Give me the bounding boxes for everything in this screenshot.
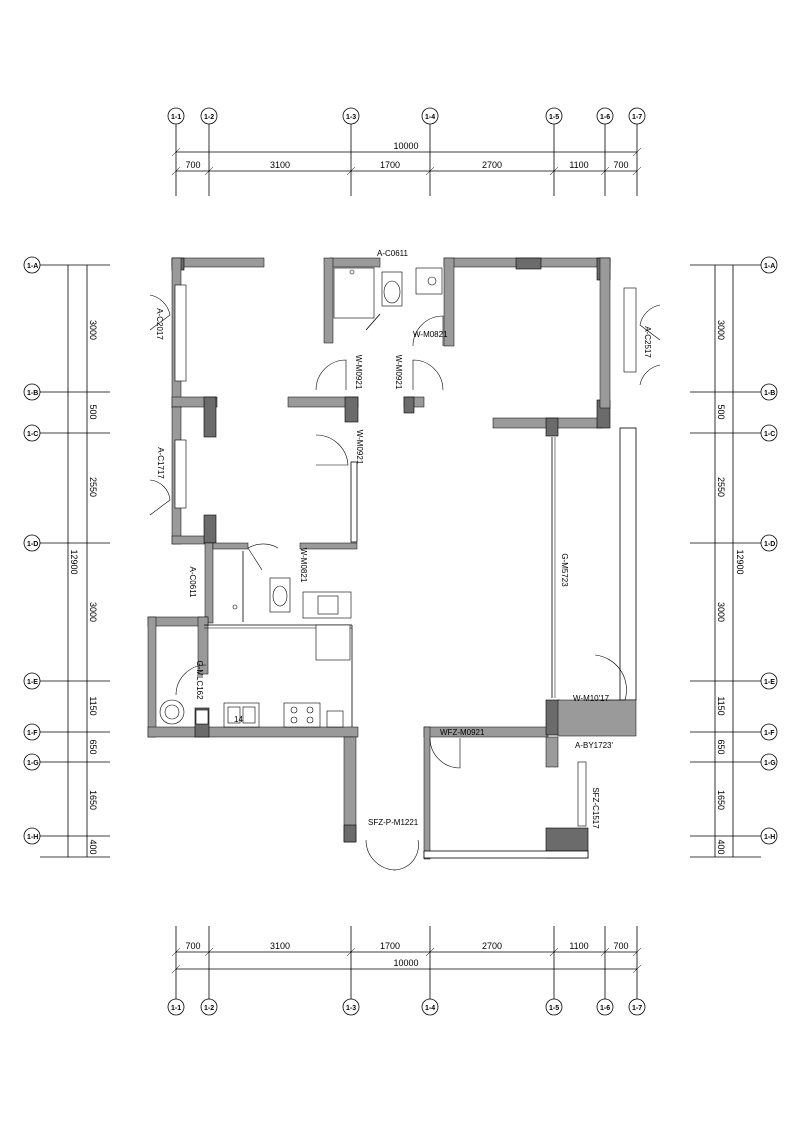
top-dim-6: 700 [613,160,628,170]
label-w-m0921-b: W-M0921 [394,355,403,390]
svg-text:1-B: 1-B [27,390,38,397]
label-wfz-m0921: WFZ-M0921 [440,728,485,737]
label-sfz-p-m1221: SFZ-P-M1221 [368,818,419,827]
left-total-dimension: 12900 [69,549,79,574]
right-dim-3: 2550 [716,477,726,497]
right-dim-4: 3000 [716,602,726,622]
left-dim-5: 1150 [88,696,98,715]
svg-text:1-6: 1-6 [600,1005,610,1012]
label-a-c1717: A-C1717 [156,447,165,479]
svg-text:1-C: 1-C [27,431,38,438]
bottom-grid-axis: 1-1 1-2 1-3 1-4 1-5 1-6 1-7 700 3100 1700 27… [167,926,646,1016]
svg-text:1-F: 1-F [764,730,775,737]
left-dim-4: 3000 [88,602,98,622]
bottom-dim-6: 700 [613,941,628,951]
right-grid-axis: 1-A 1-B 1-C 1-D 1-E 1-F 1-G 1-H 3000 500 2550… [690,256,778,858]
top-dim-2: 3100 [270,160,290,170]
top-grid-axis: 1-1 1-2 1-3 1-4 1-5 1-6 1-7 10000 700 3100 1… [167,107,646,196]
right-dim-2: 500 [716,404,726,419]
svg-text:1-F: 1-F [27,730,38,737]
fixtures [159,267,443,728]
svg-text:1-1: 1-1 [171,114,181,121]
svg-text:1-5: 1-5 [549,1005,559,1012]
top-dim-1: 700 [185,160,200,170]
svg-text:1-C: 1-C [764,431,775,438]
bottom-dim-3: 1700 [380,941,400,951]
top-total-dimension: 10000 [393,141,418,151]
label-a-c2017: A-C2017 [155,308,164,340]
sliding-doors [204,437,587,827]
svg-text:1-4: 1-4 [425,1005,435,1012]
svg-text:1-B: 1-B [764,390,775,397]
left-grid-axis: 1-A 1-B 1-C 1-D 1-E 1-F 1-G 1-H 3000 500 2550… [23,256,110,858]
label-w-m1017: W-M10'17 [573,694,610,703]
svg-text:1-A: 1-A [764,263,775,270]
svg-text:1-E: 1-E [27,679,38,686]
label-g-m5723: G-M5723 [560,553,569,587]
label-a-c2517: A-C2517 [643,326,652,358]
door-swings [149,294,661,871]
left-dim-2: 500 [88,404,98,419]
label-sfz-c1517: SFZ-C1517 [591,787,600,829]
left-dim-1: 3000 [88,320,98,340]
svg-text:1-H: 1-H [27,834,38,841]
svg-text:1-1: 1-1 [171,1005,181,1012]
label-w-m0921-c: W-M0921 [355,430,364,465]
top-dim-3: 1700 [380,160,400,170]
svg-text:1-3: 1-3 [346,1005,356,1012]
right-dim-7: 1650 [716,790,726,810]
left-dim-3: 2550 [88,477,98,497]
svg-text:1-7: 1-7 [632,1005,642,1012]
svg-text:1-2: 1-2 [204,114,214,121]
bottom-dim-2: 3100 [270,941,290,951]
svg-text:1-3: 1-3 [346,114,356,121]
svg-text:1-G: 1-G [764,760,776,767]
svg-text:1-D: 1-D [764,541,775,548]
exterior-walls [147,257,637,860]
top-dim-5: 1100 [569,160,588,170]
bottom-dim-5: 1100 [569,941,588,951]
svg-text:1-G: 1-G [27,760,39,767]
label-w-m0921-a: W-M0921 [354,355,363,390]
left-dim-7: 1650 [88,790,98,810]
label-a-c0611-top: A-C0611 [377,249,409,258]
bottom-total-dimension: 10000 [393,958,418,968]
svg-text:1-2: 1-2 [204,1005,214,1012]
label-g-mlc: G-MLC162 [195,660,204,700]
svg-text:1-E: 1-E [764,679,775,686]
left-dim-6: 650 [88,739,98,754]
svg-text:1-D: 1-D [27,541,38,548]
top-dim-4: 2700 [482,160,502,170]
right-dim-8: 400 [716,839,726,854]
bottom-dim-4: 2700 [482,941,502,951]
right-dim-6: 650 [716,739,726,754]
svg-text:1-H: 1-H [764,834,775,841]
svg-text:1-A: 1-A [27,263,38,270]
label-a-by1723: A-BY1723' [575,741,613,750]
bottom-dim-1: 700 [185,941,200,951]
label-fridge-code: 14 [234,715,243,724]
left-dim-8: 400 [88,839,98,854]
label-a-c0611-left: A-C0611 [188,567,197,599]
right-dim-1: 3000 [716,320,726,340]
label-w-m0821-top: W-M0821 [413,330,448,339]
right-total-dimension: 12900 [735,549,745,574]
svg-text:1-4: 1-4 [425,114,435,121]
svg-text:1-6: 1-6 [600,114,610,121]
right-dim-5: 1150 [716,696,726,715]
drawing-labels: A-C0611 A-C2017 A-C2517 A-C1717 A-C0611 … [155,249,652,829]
label-w-m0821-mid: W-M0821 [299,548,308,583]
svg-text:1-7: 1-7 [632,114,642,121]
svg-text:1-5: 1-5 [549,114,559,121]
